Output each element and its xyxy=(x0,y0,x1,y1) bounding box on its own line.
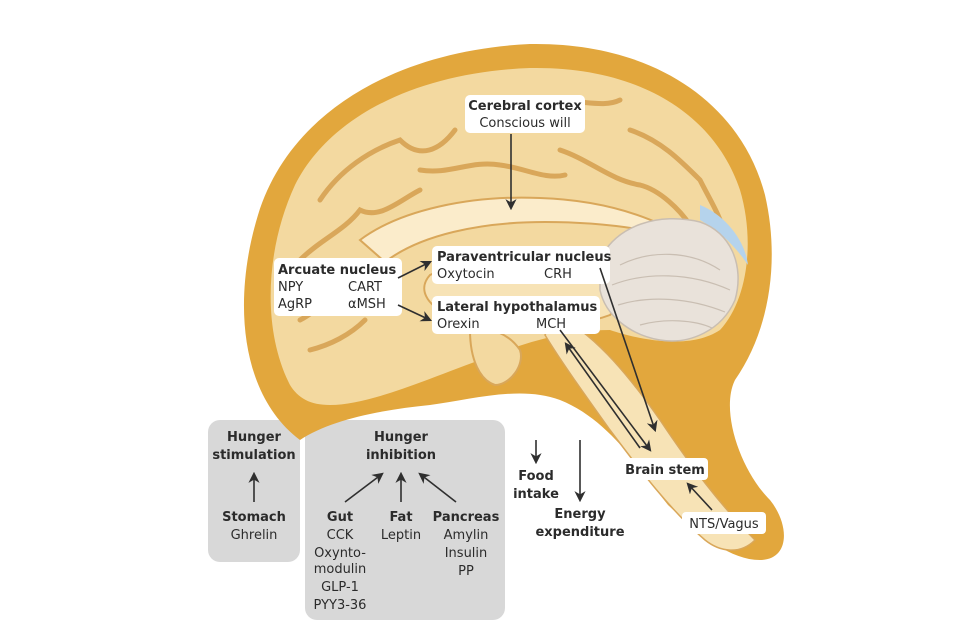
arcuate-title: Arcuate nucleus xyxy=(278,263,397,278)
brainstem-label-bg xyxy=(622,458,708,480)
cortex-subtitle: Conscious will xyxy=(479,116,570,131)
gut-item: PYY3-36 xyxy=(314,598,367,613)
food-intake-line2: intake xyxy=(513,487,559,502)
arrow-nts-brainstem xyxy=(686,482,713,511)
stimulation-title-line1: Hunger xyxy=(227,430,282,445)
lh-label-bg xyxy=(432,296,600,334)
pancreas-item: PP xyxy=(458,564,474,579)
pvn-crh: CRH xyxy=(544,267,572,282)
brainstem-title: Brain stem xyxy=(625,463,705,478)
stimulation-title-line2: stimulation xyxy=(212,448,295,463)
arrow-pvn-brainstem xyxy=(599,267,658,433)
brain-stem xyxy=(544,314,757,551)
hunger-inhibition-box xyxy=(305,420,505,620)
energy-expenditure-line1: Energy xyxy=(554,507,606,522)
arcuate-npy: NPY xyxy=(278,280,303,295)
arcuate-label-bg xyxy=(274,258,402,316)
arcuate-cart: CART xyxy=(348,280,382,295)
gut-item: Oxynto- xyxy=(314,546,366,561)
nts-label-bg xyxy=(682,512,766,534)
arrow-brainstem-lh xyxy=(564,342,641,449)
inhibition-title-line1: Hunger xyxy=(374,430,429,445)
food-intake-line1: Food xyxy=(518,469,554,484)
cerebellum-folia xyxy=(611,253,731,329)
arcuate-amsh: αMSH xyxy=(348,297,386,312)
stomach-label: Stomach xyxy=(222,510,286,525)
energy-expenditure-line2: expenditure xyxy=(535,525,624,540)
ventricle xyxy=(700,205,748,265)
lh-mch: MCH xyxy=(536,317,566,332)
gut-title: Gut xyxy=(327,510,353,525)
pvn-label-bg xyxy=(432,246,610,284)
arrow-pancreas-inhibition xyxy=(418,472,457,503)
nts-vagus-label: NTS/Vagus xyxy=(689,517,759,532)
gut-item: modulin xyxy=(314,562,367,577)
fat-title: Fat xyxy=(389,510,412,525)
cortex-label-bg xyxy=(465,95,585,133)
pancreas-item: Amylin xyxy=(444,528,489,543)
fat-item: Leptin xyxy=(381,528,421,543)
arrow-arcuate-lh xyxy=(397,304,433,322)
arrow-arcuate-pvn xyxy=(397,260,433,279)
ghrelin-label: Ghrelin xyxy=(231,528,278,543)
gut-item: GLP-1 xyxy=(321,580,359,595)
pancreas-title: Pancreas xyxy=(433,510,500,525)
pancreas-item: Insulin xyxy=(445,546,488,561)
lh-orexin: Orexin xyxy=(437,317,480,332)
cerebellum xyxy=(599,218,739,342)
pvn-title: Paraventricular nucleus xyxy=(437,250,612,265)
lh-title: Lateral hypothalamus xyxy=(437,300,597,315)
inhibition-title-line2: inhibition xyxy=(366,448,436,463)
gut-item: CCK xyxy=(327,528,354,543)
pvn-oxytocin: Oxytocin xyxy=(437,267,495,282)
arcuate-agrp: AgRP xyxy=(278,297,312,312)
arrow-gut-inhibition xyxy=(344,472,384,503)
cortex-title: Cerebral cortex xyxy=(468,99,582,114)
